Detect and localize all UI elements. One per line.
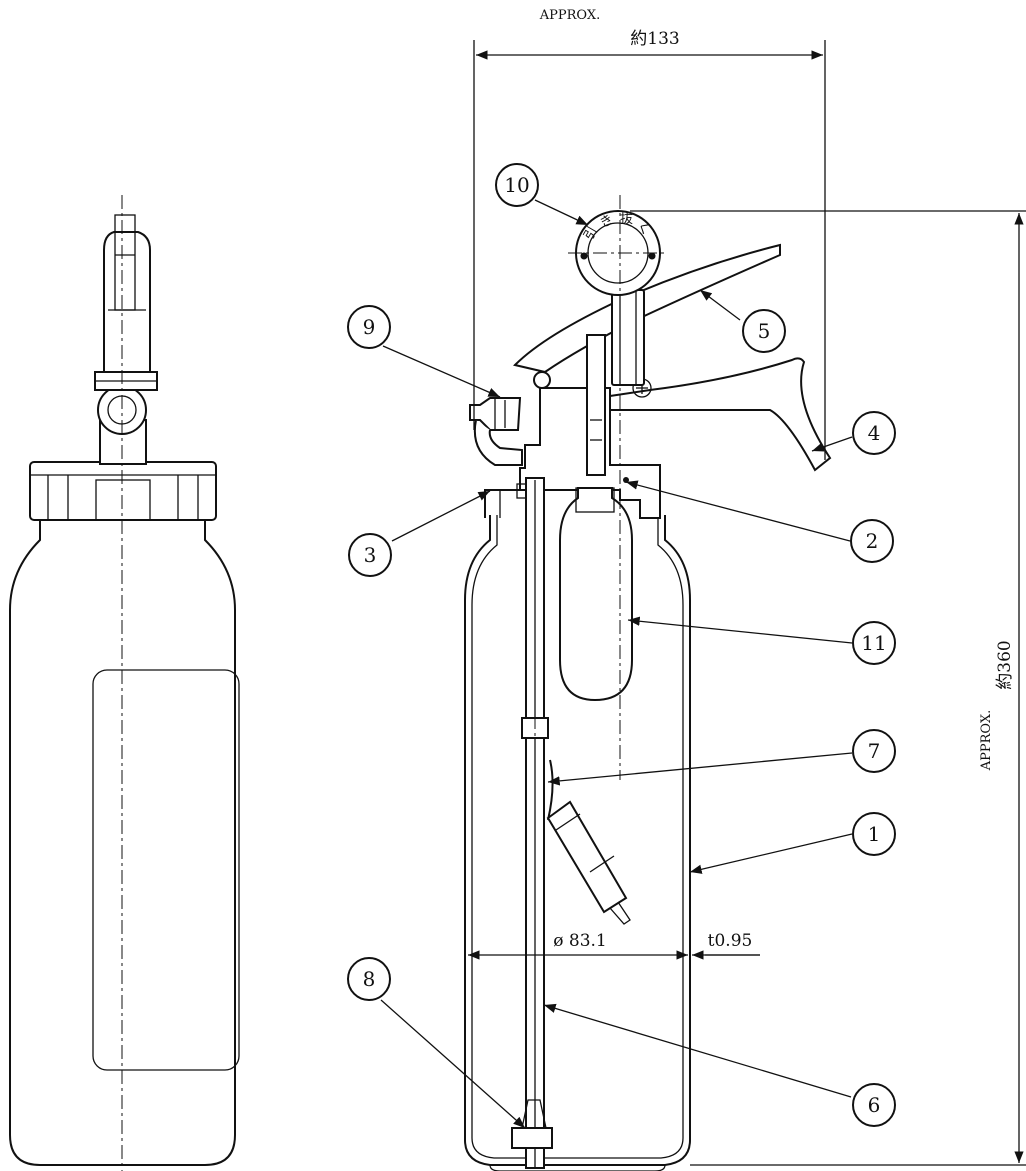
- height-value-label: 約360: [995, 640, 1015, 689]
- width-approx-label: APPROX.: [539, 8, 601, 23]
- side-view-cap: [29, 461, 217, 521]
- pin-ring-char-4: く: [634, 219, 653, 238]
- inner-hose: [547, 759, 554, 821]
- hose-fitting: [546, 800, 628, 914]
- side-view: [9, 195, 240, 1171]
- lever: [513, 243, 781, 374]
- height-approx-label: APPROX.: [979, 710, 994, 772]
- side-view-lever: [103, 231, 151, 373]
- side-view-label-panel: [92, 669, 240, 1071]
- part-balloon-5: 5: [742, 309, 786, 353]
- part-label-8: 8: [363, 967, 376, 991]
- part-balloon-10: 10: [495, 163, 539, 207]
- gas-cartridge: [559, 487, 633, 702]
- side-view-body: [9, 520, 236, 1166]
- leader-lines: [380, 199, 853, 1129]
- thickness-dimension: t0.95: [692, 931, 760, 960]
- part-label-4: 4: [868, 421, 881, 445]
- part-balloon-1: 1: [852, 812, 896, 856]
- pin-ring-char-1: 引: [581, 224, 600, 243]
- strainer: [511, 1127, 553, 1149]
- part-label-3: 3: [364, 543, 377, 567]
- part-label-1: 1: [868, 822, 881, 846]
- part-balloon-4: 4: [852, 411, 896, 455]
- safety-pin-ring: 引 き 抜 く: [568, 210, 668, 296]
- part-balloon-8: 8: [347, 957, 391, 1001]
- part-balloon-9: 9: [347, 305, 391, 349]
- part-label-7: 7: [868, 739, 881, 763]
- part-balloon-11: 11: [852, 621, 896, 665]
- handle: [609, 357, 832, 472]
- part-label-6: 6: [868, 1093, 881, 1117]
- width-value-label: 約133: [630, 29, 679, 49]
- pin-ring-char-3: 抜: [620, 211, 633, 227]
- height-dimension: APPROX. 約360: [630, 210, 1026, 1166]
- diameter-dimension: ø 83.1: [468, 931, 688, 960]
- part-label-10: 10: [504, 173, 529, 197]
- part-balloon-3: 3: [348, 533, 392, 577]
- diameter-label: ø 83.1: [553, 931, 607, 951]
- part-balloon-7: 7: [852, 729, 896, 773]
- width-dimension: APPROX. 約133: [473, 8, 826, 460]
- cylinder-body: [464, 515, 691, 1166]
- part-balloon-2: 2: [850, 519, 894, 563]
- pin-ring-char-2: き: [598, 212, 617, 231]
- part-label-11: 11: [861, 631, 886, 655]
- section-view: 引 き 抜 く: [464, 195, 832, 1171]
- part-label-5: 5: [758, 319, 771, 343]
- part-balloon-6: 6: [852, 1083, 896, 1127]
- thickness-label: t0.95: [708, 931, 753, 951]
- part-label-2: 2: [866, 529, 879, 553]
- part-label-9: 9: [363, 315, 376, 339]
